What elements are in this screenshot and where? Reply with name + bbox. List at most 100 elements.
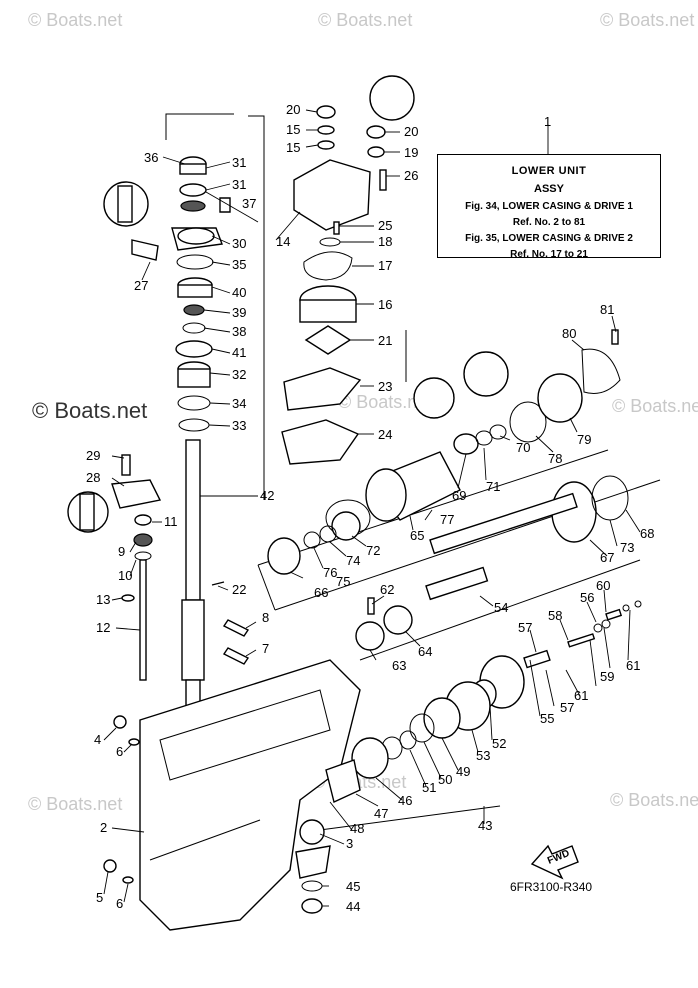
callout-label: 74 (346, 553, 360, 568)
callout-label: 36 (144, 150, 158, 165)
callout-label: 2 (100, 820, 107, 835)
callout-label: 45 (346, 879, 360, 894)
group-bracket (257, 564, 276, 611)
callout-label: 48 (350, 821, 364, 836)
reference-line: Fig. 35, LOWER CASING & DRIVE 2 (465, 233, 633, 244)
callout-label: 17 (378, 258, 392, 273)
callout-label: 53 (476, 748, 490, 763)
callout-label: 33 (232, 418, 246, 433)
callout-label: 75 (336, 574, 350, 589)
shift-rod-assembly (67, 454, 250, 681)
watermark: © Boats.net (28, 794, 122, 814)
callout-label: 71 (486, 479, 500, 494)
callout-label: 6 (116, 896, 123, 911)
callout-label: 43 (478, 818, 492, 833)
group-bracket (359, 559, 641, 661)
callout-label: 76 (323, 565, 337, 580)
callout-label: 66 (314, 585, 328, 600)
watermark: © Boats.net (612, 396, 698, 416)
callout-label: 79 (577, 432, 591, 447)
watermark: © Boats.net (32, 398, 147, 423)
callout-label: 72 (366, 543, 380, 558)
callout-label: 77 (440, 512, 454, 527)
callout-label: 10 (118, 568, 132, 583)
callout-label: 46 (398, 793, 412, 808)
callout-label: 9 (118, 544, 125, 559)
callout-label: 38 (232, 324, 246, 339)
clutch-gear-group (295, 566, 642, 914)
callout-label: 80 (562, 326, 576, 341)
reference-subtitle: ASSY (534, 183, 564, 195)
callout-label: 24 (378, 427, 392, 442)
inset-detail-upper (103, 181, 149, 227)
reference-number: 1 (544, 114, 552, 129)
diagram-code: 6FR3100-R340 (510, 880, 593, 894)
callout-label: 27 (134, 278, 148, 293)
callout-label: 65 (410, 528, 424, 543)
callout-label: 57 (518, 620, 532, 635)
callout-label: 14 (276, 234, 290, 249)
callout-label: 68 (640, 526, 654, 541)
callout-label: 3 (346, 836, 353, 851)
propeller-shaft-group (267, 329, 629, 575)
callout-label: 44 (346, 899, 360, 914)
callout-label: 30 (232, 236, 246, 251)
callout-label: 41 (232, 345, 246, 360)
reference-line: Ref. No. 2 to 81 (512, 217, 586, 228)
callout-label: 25 (378, 218, 392, 233)
reference-line: Fig. 34, LOWER CASING & DRIVE 1 (465, 201, 633, 212)
callout-label: 4 (94, 732, 101, 747)
watermark: © Boats.net (600, 10, 694, 30)
callout-label: 64 (418, 644, 432, 659)
callout-label: 32 (232, 367, 246, 382)
callout-label: 39 (232, 305, 246, 320)
reference-title: LOWER UNIT (511, 165, 587, 177)
callout-label: 47 (374, 806, 388, 821)
reference-box: LOWER UNIT ASSY Fig. 34, LOWER CASING & … (437, 154, 661, 260)
callout-label: 60 (596, 578, 610, 593)
callout-label: 22 (232, 582, 246, 597)
callout-label: 15 (286, 140, 300, 155)
callout-label: 35 (232, 257, 246, 272)
callout-label: 40 (232, 285, 246, 300)
callout-label: 37 (242, 196, 256, 211)
fwd-arrow-icon: FWD (530, 844, 579, 880)
callout-label: 31 (232, 155, 246, 170)
callout-label: 8 (262, 610, 269, 625)
callout-label: 11 (164, 514, 178, 529)
reference-line: Ref. No. 17 to 21 (510, 249, 588, 260)
inset-detail-right (413, 351, 509, 419)
callout-label: 51 (422, 780, 436, 795)
callout-label: 6 (116, 744, 123, 759)
callout-label: 57 (560, 700, 574, 715)
callout-label: 21 (378, 333, 392, 348)
callout-label: 13 (96, 592, 110, 607)
callout-label: 31 (232, 177, 246, 192)
callout-label: 50 (438, 772, 452, 787)
group-bracket (165, 113, 234, 140)
callout-label: 18 (378, 234, 392, 249)
callout-label: 19 (404, 145, 418, 160)
callout-label: 42 (260, 488, 274, 503)
callout-label: 54 (494, 600, 508, 615)
callout-label: 20 (404, 124, 418, 139)
watermark: © Boats.net (338, 392, 432, 412)
callout-label: 56 (580, 590, 594, 605)
callout-label: 58 (548, 608, 562, 623)
drive-shaft-stack (131, 156, 231, 731)
watermark: © Boats.net (28, 10, 122, 30)
callout-label: 28 (86, 470, 100, 485)
callout-label: 16 (378, 297, 392, 312)
callout-label: 49 (456, 764, 470, 779)
callout-label: 26 (404, 168, 418, 183)
lower-casing (103, 659, 361, 931)
callout-label: 52 (492, 736, 506, 751)
callout-label: 61 (574, 688, 588, 703)
callout-label: 69 (452, 488, 466, 503)
callout-label: 78 (548, 451, 562, 466)
leader-lines (103, 109, 641, 907)
group-bracket (319, 805, 501, 831)
callout-label: 81 (600, 302, 614, 317)
callout-label: 61 (626, 658, 640, 673)
group-bracket (274, 479, 661, 611)
